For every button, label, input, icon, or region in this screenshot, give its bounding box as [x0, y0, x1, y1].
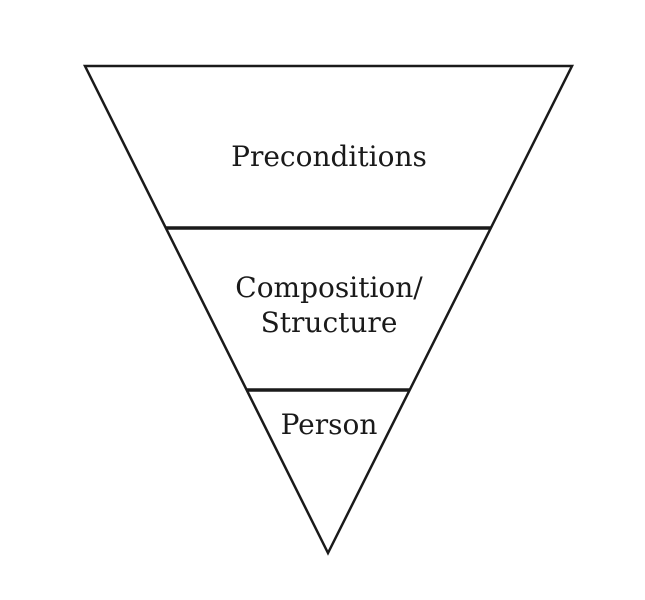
pyramid-outline — [82, 64, 575, 556]
level-composition-label-line1: Composition/ — [235, 271, 423, 304]
level-preconditions-label: Preconditions — [231, 140, 427, 173]
level-composition-label-line2: Structure — [261, 306, 398, 339]
level-person-label: Person — [281, 408, 378, 441]
